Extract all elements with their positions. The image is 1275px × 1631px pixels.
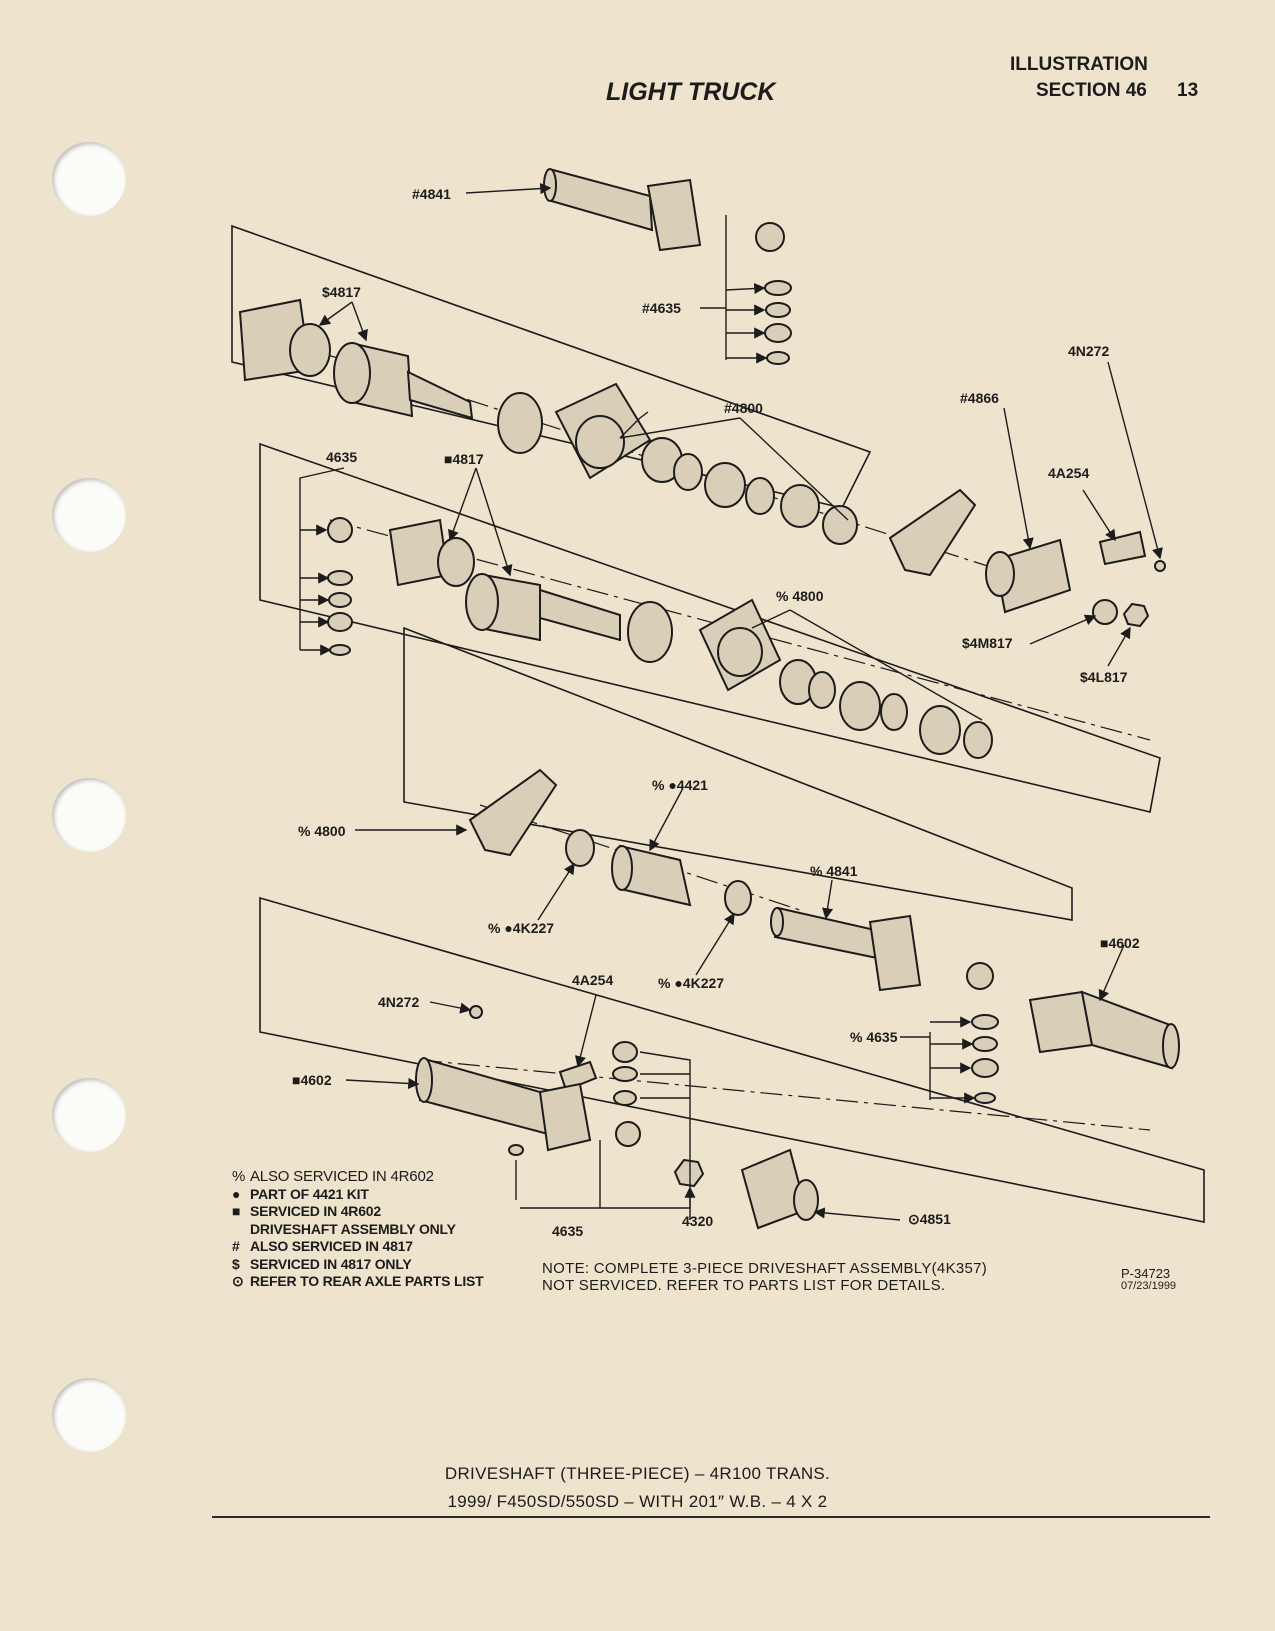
dust-shield-mid — [627, 601, 673, 663]
callout-label: 4N272 — [378, 994, 419, 1010]
leader-lines — [299, 182, 1163, 1221]
callout-label: $4817 — [322, 284, 361, 300]
plate-id: P-34723 — [1121, 1266, 1171, 1281]
callout-label: ⊙4851 — [908, 1211, 951, 1227]
legend-text: PART OF 4421 KIT — [250, 1185, 369, 1202]
yoke-4841-lower — [868, 914, 922, 992]
footer-title-line-2: 1999/ F450SD/550SD – WITH 201″ W.B. – 4 … — [447, 1492, 828, 1511]
lower-panel-outline — [403, 626, 1073, 921]
legend-text: SERVICED IN 4817 ONLY — [250, 1255, 412, 1272]
binder-hole — [52, 142, 126, 216]
symbol-legend: %ALSO SERVICED IN 4R602 ● PART OF 4421 KI… — [232, 1168, 484, 1291]
legend-row: %ALSO SERVICED IN 4R602 — [232, 1168, 484, 1186]
legend-symbol: ■ — [232, 1203, 241, 1219]
legend-symbol: # — [232, 1238, 240, 1254]
plate-number: P-34723 07/23/1999 — [1121, 1266, 1177, 1292]
header-section: SECTION 46 — [1036, 80, 1147, 101]
plate-date: 07/23/1999 — [1121, 1280, 1177, 1292]
binder-hole — [52, 778, 126, 852]
middle-panel-outline — [259, 442, 1161, 813]
legend-row: DRIVESHAFT ASSEMBLY ONLY — [232, 1221, 484, 1239]
callout-label: 4A254 — [1048, 465, 1089, 481]
assembly-note: NOTE: COMPLETE 3-PIECE DRIVESHAFT ASSEMB… — [542, 1260, 987, 1294]
legend-symbol: % — [232, 1168, 246, 1185]
binder-hole — [52, 1378, 126, 1452]
binder-hole — [52, 478, 126, 552]
nut-4L817 — [1122, 602, 1150, 628]
slinger-4K227-left — [565, 829, 595, 867]
legend-row: $ SERVICED IN 4817 ONLY — [232, 1256, 484, 1274]
header-illustration: ILLUSTRATION — [1010, 54, 1148, 75]
legend-row: ■ SERVICED IN 4R602 — [232, 1203, 484, 1221]
upper-panel-outline — [231, 224, 872, 509]
nut-4320 — [673, 1158, 705, 1188]
legend-text: ALSO SERVICED IN 4R602 — [250, 1168, 434, 1185]
callout-label: % ●4421 — [652, 777, 708, 793]
legend-text: SERVICED IN 4R602 — [250, 1203, 381, 1219]
bottom-panel-outline — [259, 896, 1205, 1223]
legend-symbol: ⊙ — [232, 1273, 244, 1289]
middle-assembly — [327, 517, 993, 759]
yoke-4841-top — [646, 178, 702, 252]
callout-label: ■4602 — [1100, 935, 1140, 951]
legend-symbol: $ — [232, 1255, 240, 1272]
yoke-4602-left — [538, 1082, 592, 1152]
header-title: LIGHT TRUCK — [606, 78, 776, 106]
callout-label: % 4635 — [850, 1029, 898, 1045]
legend-row: ● PART OF 4421 KIT — [232, 1186, 484, 1204]
cross-spider-top — [755, 222, 785, 252]
callout-label: % 4841 — [810, 863, 858, 879]
cross-spider-lower — [966, 962, 994, 990]
bracket-4800-lower — [468, 768, 558, 857]
callout-label: ■4817 — [444, 451, 484, 467]
legend-row: # ALSO SERVICED IN 4817 — [232, 1238, 484, 1256]
part-callouts: #4841 $4817 #4635 4N272 #4866 #4800 4635… — [292, 186, 1140, 1239]
footer-title-line-1: DRIVESHAFT (THREE-PIECE) – 4R100 TRANS. — [444, 1464, 831, 1483]
callout-label: 4320 — [682, 1213, 713, 1229]
callout-label: $4L817 — [1080, 669, 1128, 685]
legend-text: REFER TO REAR AXLE PARTS LIST — [250, 1273, 484, 1289]
tube-4602-left — [418, 1058, 550, 1136]
callout-label: #4800 — [724, 400, 763, 416]
callout-label: % ●4K227 — [658, 975, 724, 991]
bracket-4800-upper — [888, 488, 977, 577]
slinger-4K227-right — [724, 880, 752, 916]
upper-assembly — [238, 168, 1166, 628]
callout-label: % ●4K227 — [488, 920, 554, 936]
callout-label: $4M817 — [962, 635, 1013, 651]
dust-shield-top — [497, 392, 543, 454]
callout-label: % 4800 — [298, 823, 346, 839]
callout-label: 4635 — [326, 449, 357, 465]
note-line-2: NOT SERVICED. REFER TO PARTS LIST FOR DE… — [542, 1277, 946, 1294]
binder-hole — [52, 1078, 126, 1152]
callout-label: 4A254 — [572, 972, 613, 988]
cross-spider-bottom — [615, 1121, 641, 1147]
header-page-number: 13 — [1177, 80, 1199, 101]
center-axes — [249, 329, 1151, 1131]
callout-label: #4841 — [412, 186, 451, 202]
legend-symbol: ● — [232, 1185, 241, 1202]
note-line-1: NOTE: COMPLETE 3-PIECE DRIVESHAFT ASSEMB… — [542, 1260, 988, 1277]
callout-label: 4N272 — [1068, 343, 1109, 359]
callout-label: % 4800 — [776, 588, 824, 604]
callout-label: #4635 — [642, 300, 681, 316]
callout-label: #4866 — [960, 390, 999, 406]
legend-text: ALSO SERVICED IN 4817 — [250, 1238, 413, 1254]
lower-assembly — [415, 768, 1180, 1230]
shaft-4841-top — [546, 168, 654, 232]
legend-row: ⊙ REFER TO REAR AXLE PARTS LIST — [232, 1273, 484, 1291]
footer-rule — [212, 1516, 1210, 1518]
callout-label: 4635 — [552, 1223, 583, 1239]
cross-spider-mid — [327, 517, 353, 543]
bolt-4N272 — [469, 1005, 483, 1019]
tube-4602-right — [1080, 990, 1174, 1070]
callout-label: ■4602 — [292, 1072, 332, 1088]
legend-text: DRIVESHAFT ASSEMBLY ONLY — [250, 1220, 456, 1237]
washer-4M817 — [1092, 599, 1118, 625]
strap-4A254-top — [1098, 530, 1147, 566]
